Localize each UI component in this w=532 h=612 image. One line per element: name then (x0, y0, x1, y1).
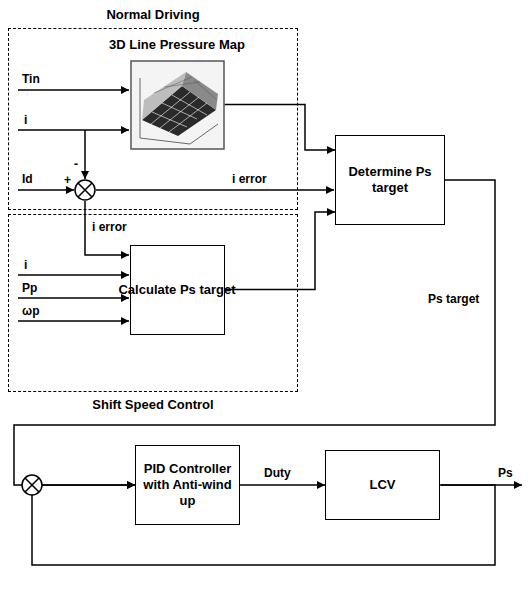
summing-cross (78, 183, 92, 197)
region-heading: Shift Speed Control (9, 397, 297, 413)
summing-cross (25, 478, 39, 492)
connector-label: Duty (264, 466, 291, 480)
control-region: Calculate Ps targetShift Speed Control (8, 214, 298, 392)
region-heading: Normal Driving (9, 7, 297, 23)
summing-junction (22, 475, 42, 495)
valve-box: LCV (325, 450, 440, 520)
process-box: Determine Ps target (335, 135, 445, 225)
signal-connector (14, 180, 495, 485)
input-wire (18, 89, 129, 91)
signal-label: i (24, 258, 27, 272)
surface-plot (130, 60, 225, 150)
box-label: PID Controller with Anti-wind up (136, 457, 239, 513)
feedback-wire (84, 130, 86, 179)
signal-label: Id (22, 172, 33, 186)
process-box: Calculate Ps target (130, 245, 225, 335)
signal-label: i error (92, 220, 127, 234)
signal-label: Ps (498, 466, 513, 480)
signal-label: i error (232, 172, 267, 186)
signal-connector (240, 484, 325, 486)
box-label: Calculate Ps target (112, 278, 241, 302)
box-label: LCV (364, 473, 402, 497)
box-label: Determine Ps target (336, 160, 444, 200)
signal-label: i (24, 113, 27, 127)
signal-label: + (64, 173, 71, 187)
signal-label: Tin (22, 72, 40, 86)
summing-junction (75, 180, 95, 200)
signal-connector (225, 105, 336, 151)
error-wire (96, 189, 334, 191)
input-wire (18, 189, 74, 191)
signal-label: Pp (22, 281, 37, 295)
input-wire (18, 320, 129, 322)
input-wire (18, 297, 129, 299)
signal-label: - (74, 157, 78, 171)
connector-label: Ps target (428, 292, 479, 306)
input-wire (18, 129, 129, 131)
signal-connector (225, 212, 336, 290)
controller-box: PID Controller with Anti-wind up (135, 445, 240, 525)
input-wire (18, 274, 129, 276)
region-heading: 3D Line Pressure Map (90, 37, 265, 53)
signal-label: ωp (22, 304, 39, 318)
map-block: 3D Line Pressure Map (130, 60, 225, 150)
